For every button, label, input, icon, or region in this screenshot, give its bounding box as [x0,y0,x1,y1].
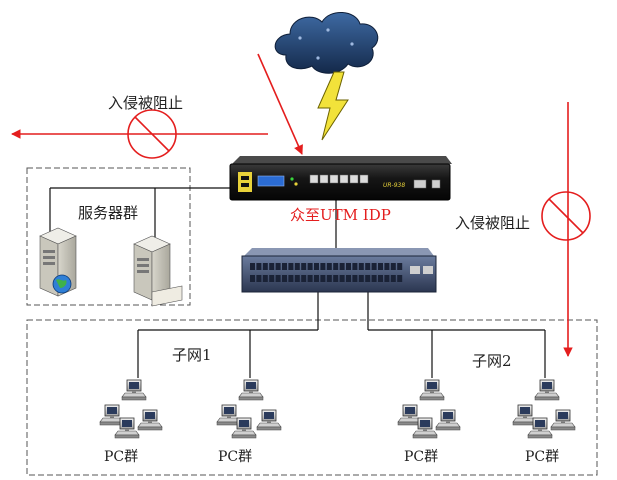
desktop-computer-icon [534,379,560,401]
server-zone-border [26,167,191,306]
pc-cluster-1 [99,379,163,439]
desktop-computer-icon [435,409,461,431]
globe-icon [52,274,72,294]
desktop-computer-icon [121,379,147,401]
lightning-bolt-icon [317,71,349,141]
intrusion-blocked-label-right: 入侵被阻止 [455,214,531,232]
pc-cluster-3 [397,379,461,439]
no-entry-icon [127,109,177,159]
desktop-computer-icon [137,409,163,431]
storm-cloud-icon [274,12,379,74]
pc-group-label: PC群 [525,449,560,465]
attack-arrow-top [257,53,303,155]
connection-lines [49,187,546,378]
device-panel-label: UR-938 [383,182,405,189]
no-entry-icon [541,191,591,241]
subnet1-label: 子网1 [172,346,212,364]
intrusion-blocked-label-left: 入侵被阻止 [108,94,184,112]
desktop-computer-icon [256,409,282,431]
subnet2-label: 子网2 [472,352,512,370]
utm-appliance-icon: UR-938 [229,156,452,201]
pc-group-label: PC群 [218,449,253,465]
subnet-zone-border [26,319,598,476]
device-label: 众至UTM IDP [290,206,391,224]
pc-group-label: PC群 [404,449,439,465]
desktop-computer-icon [238,379,264,401]
pc-cluster-2 [216,379,282,439]
network-switch-icon [241,248,437,293]
server-group-label: 服务器群 [78,204,139,222]
desktop-computer-icon [419,379,445,401]
server-tower-icon [133,235,183,307]
desktop-computer-icon [550,409,576,431]
pc-cluster-4 [512,379,576,439]
pc-group-label: PC群 [104,449,139,465]
